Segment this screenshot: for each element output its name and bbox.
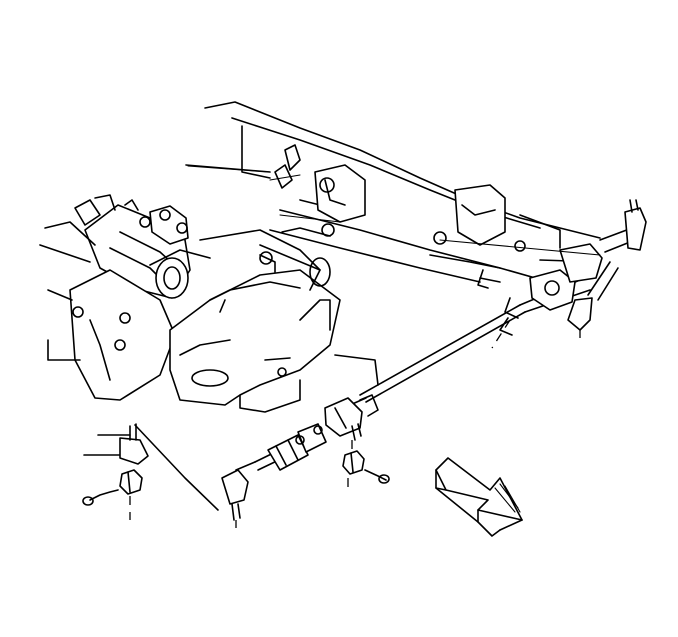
cotter-pin	[364, 469, 390, 484]
castle-nut	[342, 450, 365, 475]
crossmember	[39, 221, 379, 413]
adjuster-sleeve	[267, 423, 327, 471]
cotter-pin	[82, 489, 119, 506]
steering-gear	[74, 194, 191, 299]
idler-arm	[477, 243, 619, 336]
inner-tie-rod-end	[324, 394, 379, 441]
castle-nut	[119, 469, 143, 495]
outer-tie-rod-end	[221, 461, 256, 521]
direction-arrow	[435, 457, 523, 537]
leader-lines	[187, 165, 601, 256]
frame-rail	[185, 101, 601, 286]
pitman-arm	[83, 423, 219, 511]
centerlines	[129, 319, 581, 528]
outer-tie-rod-end	[599, 199, 647, 253]
